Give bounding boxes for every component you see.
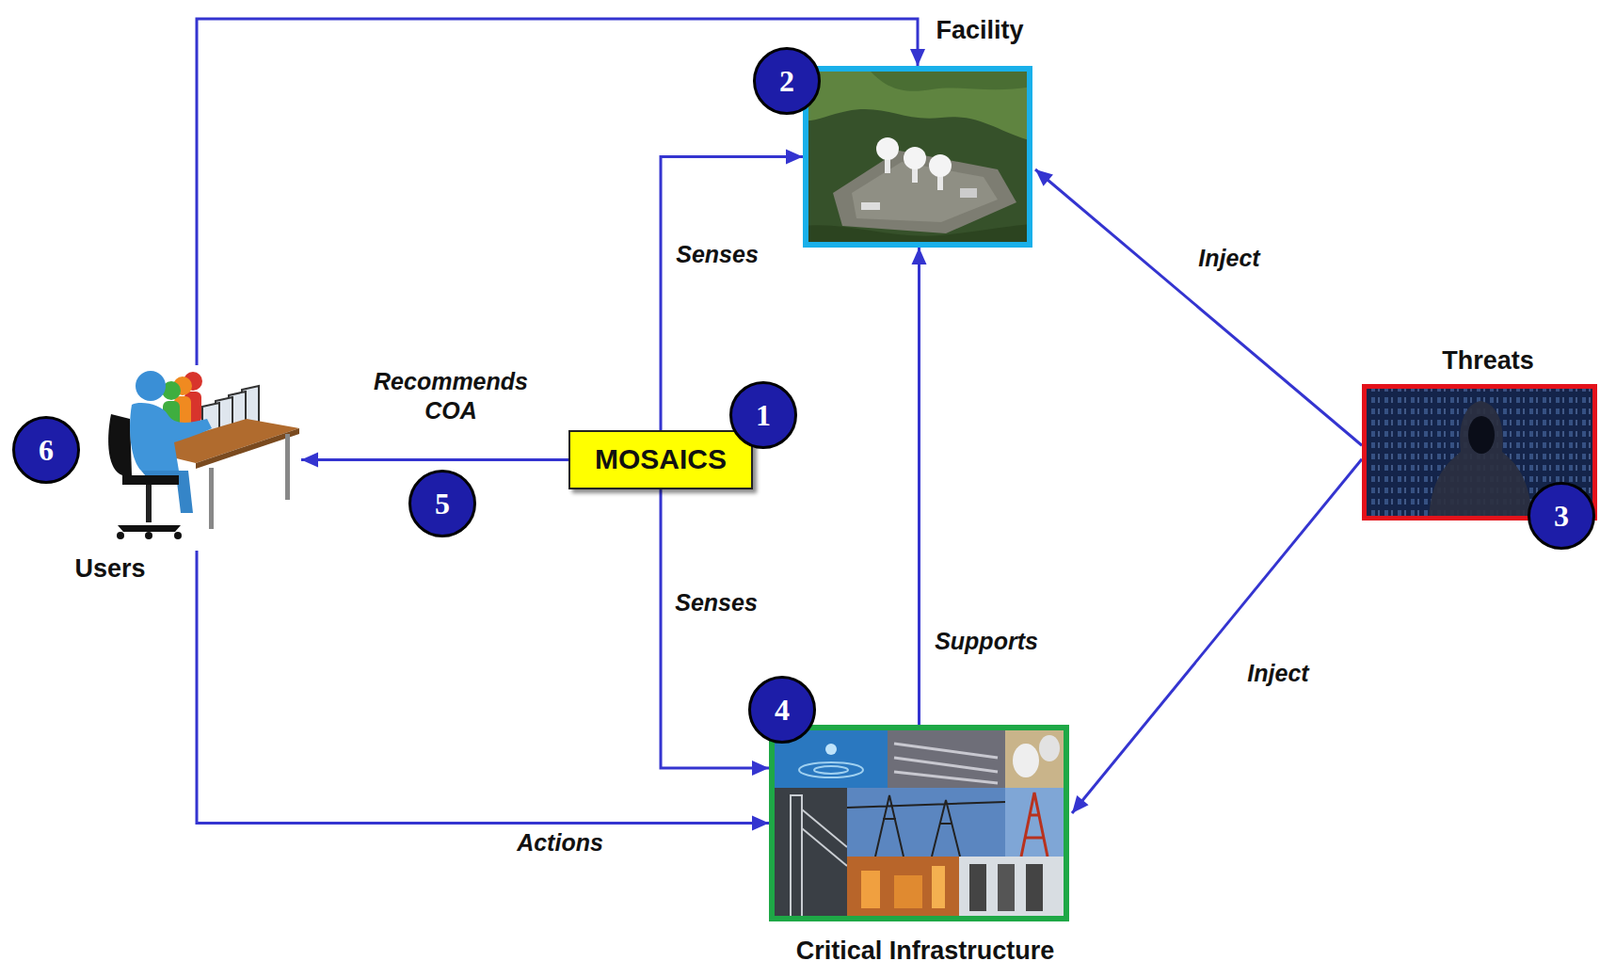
- infrastructure-collage-part: [1039, 735, 1060, 762]
- edge-label: Senses: [672, 240, 762, 270]
- callout-number: 3: [1527, 481, 1596, 550]
- users-illustration-part: [135, 370, 166, 401]
- users-illustration-part: [108, 414, 132, 476]
- infrastructure-collage-part: [774, 787, 848, 916]
- connector-arrow: [1072, 459, 1362, 814]
- threat-illustration-part: [1468, 416, 1495, 454]
- arrow-head: [1072, 795, 1089, 814]
- users-illustration-part: [122, 475, 179, 485]
- connector-arrow: [912, 247, 928, 725]
- users-illustration-part: [116, 531, 125, 540]
- facility-photo-part: [928, 154, 952, 177]
- facility-photo-part: [851, 161, 998, 223]
- users-illustration-part: [117, 525, 181, 532]
- facility-box: Facility: [802, 65, 1033, 248]
- arrow-head: [752, 816, 769, 832]
- arrow-head: [301, 452, 319, 468]
- connector-arrow: [196, 18, 926, 366]
- facility-photo-part: [861, 202, 880, 210]
- infrastructure-collage-part: [887, 730, 1006, 788]
- infrastructure-collage-part: [1021, 792, 1048, 857]
- infrastructure-collage-part: [894, 875, 923, 909]
- process-box: MOSAICS: [568, 430, 753, 490]
- infrastructure-box: Critical Infrastructure: [768, 724, 1070, 922]
- connector-arrow: [196, 550, 769, 832]
- node-heading: Threats: [1441, 346, 1535, 376]
- infrastructure-collage-part: [1012, 743, 1040, 778]
- edge-label: Actions: [513, 828, 607, 858]
- edge-label: Recommends COA: [370, 367, 531, 425]
- facility-photo-part: [960, 188, 977, 198]
- connector-arrow: [660, 489, 769, 776]
- edge-label: Inject: [1244, 658, 1312, 688]
- connector-line: [1035, 169, 1362, 446]
- connector-line: [301, 458, 569, 462]
- connector-line: [917, 247, 921, 725]
- callout-number: 1: [729, 381, 798, 449]
- connector-line: [196, 18, 918, 366]
- infrastructure-collage-part: [1005, 730, 1064, 788]
- users-illustration-part: [145, 484, 152, 523]
- infrastructure-collage-part: [969, 864, 987, 912]
- facility-photo: [802, 65, 1033, 248]
- facility-photo-part: [876, 137, 899, 160]
- facility-photo-part: [903, 146, 927, 170]
- arrow-head: [1035, 169, 1054, 187]
- edge-label: Supports: [931, 626, 1041, 656]
- edge-label: Senses: [672, 588, 761, 618]
- connector-line: [1072, 459, 1362, 814]
- infrastructure-collage-part: [814, 766, 848, 774]
- node-heading: Facility: [935, 16, 1024, 46]
- facility-photo-part: [802, 65, 1033, 248]
- users-illustration-part: [174, 531, 182, 540]
- arrow-head: [910, 48, 926, 66]
- infrastructure-collage-part: [931, 865, 945, 909]
- infrastructure-collage-part: [1025, 864, 1043, 912]
- infrastructure-collage-part: [790, 795, 848, 916]
- infrastructure-collage-part: [847, 787, 1006, 857]
- infrastructure-collage: [774, 730, 1064, 916]
- threat-illustration-part: [1428, 400, 1533, 521]
- users-illustration-part: [285, 433, 290, 500]
- infrastructure-collage-part: [1005, 787, 1064, 857]
- users-illustration: [108, 370, 300, 540]
- arrow-head: [912, 247, 928, 265]
- users-illustration-part: [144, 531, 153, 540]
- box-text: MOSAICS: [594, 443, 727, 477]
- infrastructure-collage-part: [847, 795, 1006, 857]
- infrastructure-collage-part: [997, 864, 1015, 912]
- infrastructure-collage-part: [799, 762, 864, 778]
- callout-number: 6: [12, 416, 80, 484]
- callout-number: 2: [752, 47, 821, 115]
- callout-number: 4: [748, 675, 816, 744]
- connector-line: [196, 550, 769, 824]
- node-caption: Users: [74, 554, 145, 584]
- infrastructure-collage-part: [959, 856, 1064, 916]
- arrow-head: [785, 149, 803, 165]
- connector-arrow: [1035, 169, 1362, 446]
- users-box: Users: [92, 365, 302, 551]
- facility-photo-part: [802, 65, 1033, 142]
- callout-number: 5: [408, 469, 477, 538]
- users-illustration-part: [195, 428, 300, 469]
- users-illustration-part: [208, 467, 214, 529]
- users-illustration-part: [129, 402, 212, 471]
- infrastructure-collage-part: [847, 856, 960, 916]
- connector-arrow: [301, 452, 569, 468]
- infrastructure-collage-part: [825, 743, 837, 755]
- node-caption: Critical Infrastructure: [796, 936, 1056, 966]
- infrastructure-collage-part: [894, 743, 998, 784]
- infrastructure-collage-part: [861, 870, 880, 909]
- arrow-head: [752, 760, 769, 776]
- edge-label: Inject: [1195, 243, 1263, 273]
